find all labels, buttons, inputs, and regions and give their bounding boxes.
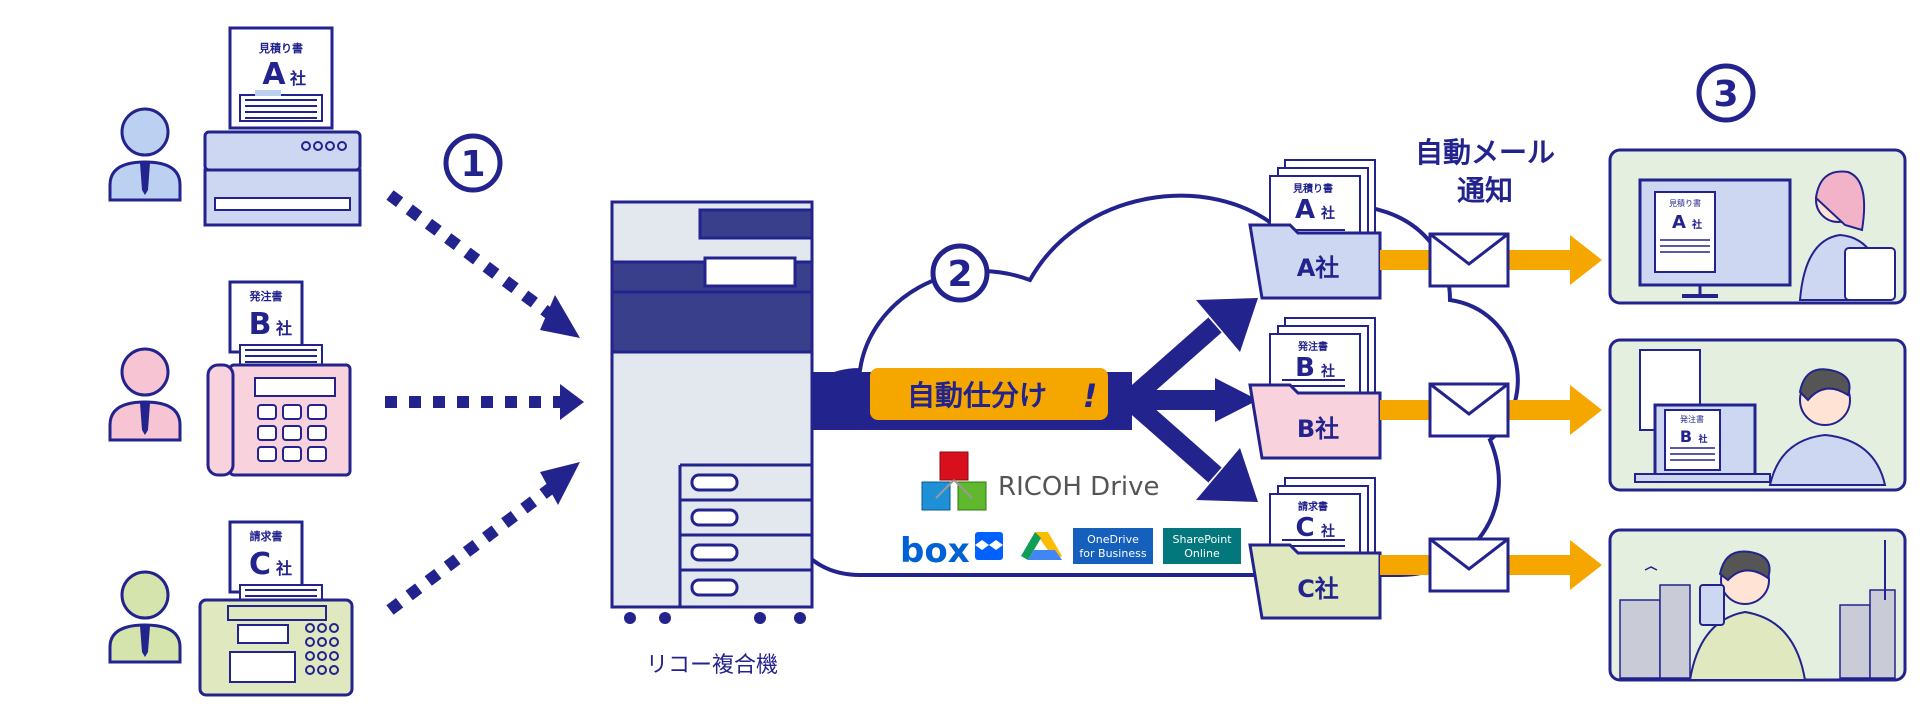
folder-a-label: A社 xyxy=(1297,254,1340,282)
auto-sort-label: 自動仕分け xyxy=(907,379,1047,412)
sender-doc-a: 見積り書 A 社 xyxy=(258,41,306,92)
screen-b-doc-suffix: 社 xyxy=(1697,433,1707,445)
svg-text:2: 2 xyxy=(947,254,972,295)
folder-a-doc-suffix: 社 xyxy=(1320,205,1335,222)
folder-c xyxy=(1248,477,1382,620)
sharepoint-online-badge: SharePoint Online xyxy=(1163,528,1241,564)
folder-b-label: B社 xyxy=(1297,415,1339,443)
step-1-badge: 1 xyxy=(443,133,503,193)
mfp-label: リコー複合機 xyxy=(646,653,778,678)
dotted-arrow-b xyxy=(385,384,584,420)
screen-b-doc-letter: B xyxy=(1680,427,1692,446)
sender-company-suffix-a: 社 xyxy=(289,69,306,88)
screen-a-doc-suffix: 社 xyxy=(1691,218,1702,231)
sender-doc-b: 発注書 B 社 xyxy=(249,289,293,342)
ricoh-drive-label: RICOH Drive xyxy=(998,472,1159,502)
fax-device-c xyxy=(198,520,354,697)
sender-company-suffix-b: 社 xyxy=(275,319,292,338)
recipient-screen-desktop xyxy=(1608,148,1907,305)
dotted-arrow-c xyxy=(386,462,580,615)
folder-c-label: C社 xyxy=(1297,575,1339,603)
notify-label-line2: 通知 xyxy=(1457,174,1513,207)
person-icon-c xyxy=(108,570,182,664)
folder-b-doc-suffix: 社 xyxy=(1320,363,1335,380)
ricoh-drive-logo xyxy=(921,451,987,511)
folder-c-doc-title: 請求書 xyxy=(1298,500,1328,513)
svg-text:1: 1 xyxy=(460,144,485,185)
mail-arrow-b xyxy=(1380,382,1602,438)
sharepoint-line2: Online xyxy=(1184,547,1220,560)
sender-doc-title-a: 見積り書 xyxy=(258,41,303,55)
folder-a-doc-title: 見積り書 xyxy=(1292,182,1333,195)
notify-label-line1: 自動メール xyxy=(1415,136,1555,169)
mail-arrow-a xyxy=(1380,232,1602,288)
folder-b-doc-title: 発注書 xyxy=(1297,340,1328,353)
dropbox-logo xyxy=(975,532,1003,560)
screen-a-doc-title: 見積り書 xyxy=(1669,198,1701,208)
sender-doc-c: 請求書 C 社 xyxy=(249,529,292,582)
screen-a-doc-letter: A xyxy=(1672,212,1686,233)
person-icon-b xyxy=(108,347,182,442)
sender-company-letter-b: B xyxy=(249,307,272,342)
folder-c-doc-suffix: 社 xyxy=(1320,523,1335,540)
sharepoint-line1: SharePoint xyxy=(1172,533,1232,546)
recipient-screen-laptop xyxy=(1608,338,1907,492)
folder-a-doc-letter: A xyxy=(1295,195,1315,225)
person-icon-a xyxy=(108,107,182,202)
step-3-badge: 3 xyxy=(1696,63,1756,123)
sender-doc-title-c: 請求書 xyxy=(250,529,283,543)
sender-doc-title-b: 発注書 xyxy=(249,289,283,303)
folder-c-doc-letter: C xyxy=(1295,513,1314,543)
mail-arrow-c xyxy=(1380,537,1602,593)
sender-company-suffix-c: 社 xyxy=(275,559,292,578)
step-2-badge: 2 xyxy=(930,243,990,303)
dotted-arrow-a xyxy=(386,190,580,338)
onedrive-line2: for Business xyxy=(1079,547,1146,560)
svg-text:3: 3 xyxy=(1713,74,1738,115)
folder-b-doc-letter: B xyxy=(1295,353,1315,383)
folder-b xyxy=(1248,317,1382,460)
sender-company-letter-a: A xyxy=(262,57,286,92)
screen-b-doc-title: 発注書 xyxy=(1680,414,1704,424)
auto-sort-mark: ! xyxy=(1083,377,1098,415)
google-drive-logo xyxy=(1021,532,1062,560)
recipient-screen-smartphone xyxy=(1608,528,1907,682)
auto-sort-banner: 自動仕分け ! xyxy=(870,368,1108,420)
folder-a xyxy=(1248,159,1382,300)
printer-device-a xyxy=(203,26,362,227)
sender-company-letter-c: C xyxy=(249,547,271,582)
fax-device-b xyxy=(206,280,352,477)
ricoh-mfp-device xyxy=(610,200,814,624)
onedrive-line1: OneDrive xyxy=(1087,533,1139,546)
onedrive-business-badge: OneDrive for Business xyxy=(1073,528,1153,564)
box-logo: box xyxy=(900,531,970,571)
